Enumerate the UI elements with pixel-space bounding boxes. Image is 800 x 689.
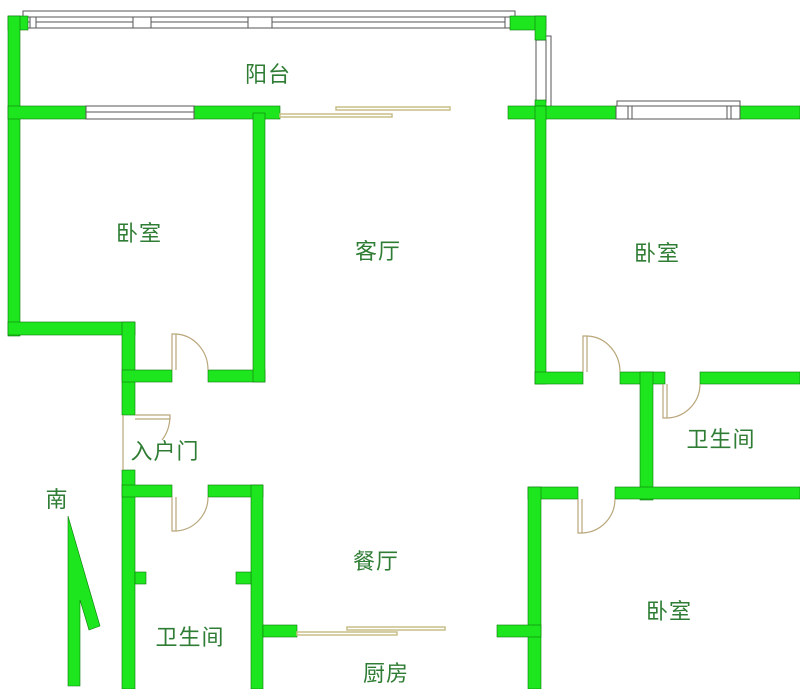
room-label-bathroom-w: 卫生间 xyxy=(155,626,225,651)
south-arrow-icon xyxy=(67,515,101,687)
room-label-bedroom-se: 卧室 xyxy=(645,600,693,625)
room-label-bedroom-ne: 卧室 xyxy=(633,242,681,267)
room-label-bathroom-e: 卫生间 xyxy=(686,428,756,453)
balcony-side-window xyxy=(535,35,552,111)
room-label-living-room: 客厅 xyxy=(354,240,402,265)
room-label-dining-room: 餐厅 xyxy=(352,550,400,575)
room-label-balcony: 阳台 xyxy=(244,63,292,88)
walls xyxy=(7,15,800,689)
room-label-bedroom-nw: 卧室 xyxy=(115,222,163,247)
bedroom-nw-window xyxy=(85,105,195,120)
doors xyxy=(122,333,701,534)
bedroom-ne-window xyxy=(615,100,741,120)
kitchen-sliding-door xyxy=(296,626,446,636)
compass-label: 南 xyxy=(45,488,69,513)
room-label-kitchen: 厨房 xyxy=(362,662,410,687)
room-label-entrance: 入户门 xyxy=(130,440,200,465)
balcony-window xyxy=(19,10,516,29)
balcony-sliding-door xyxy=(279,106,451,118)
